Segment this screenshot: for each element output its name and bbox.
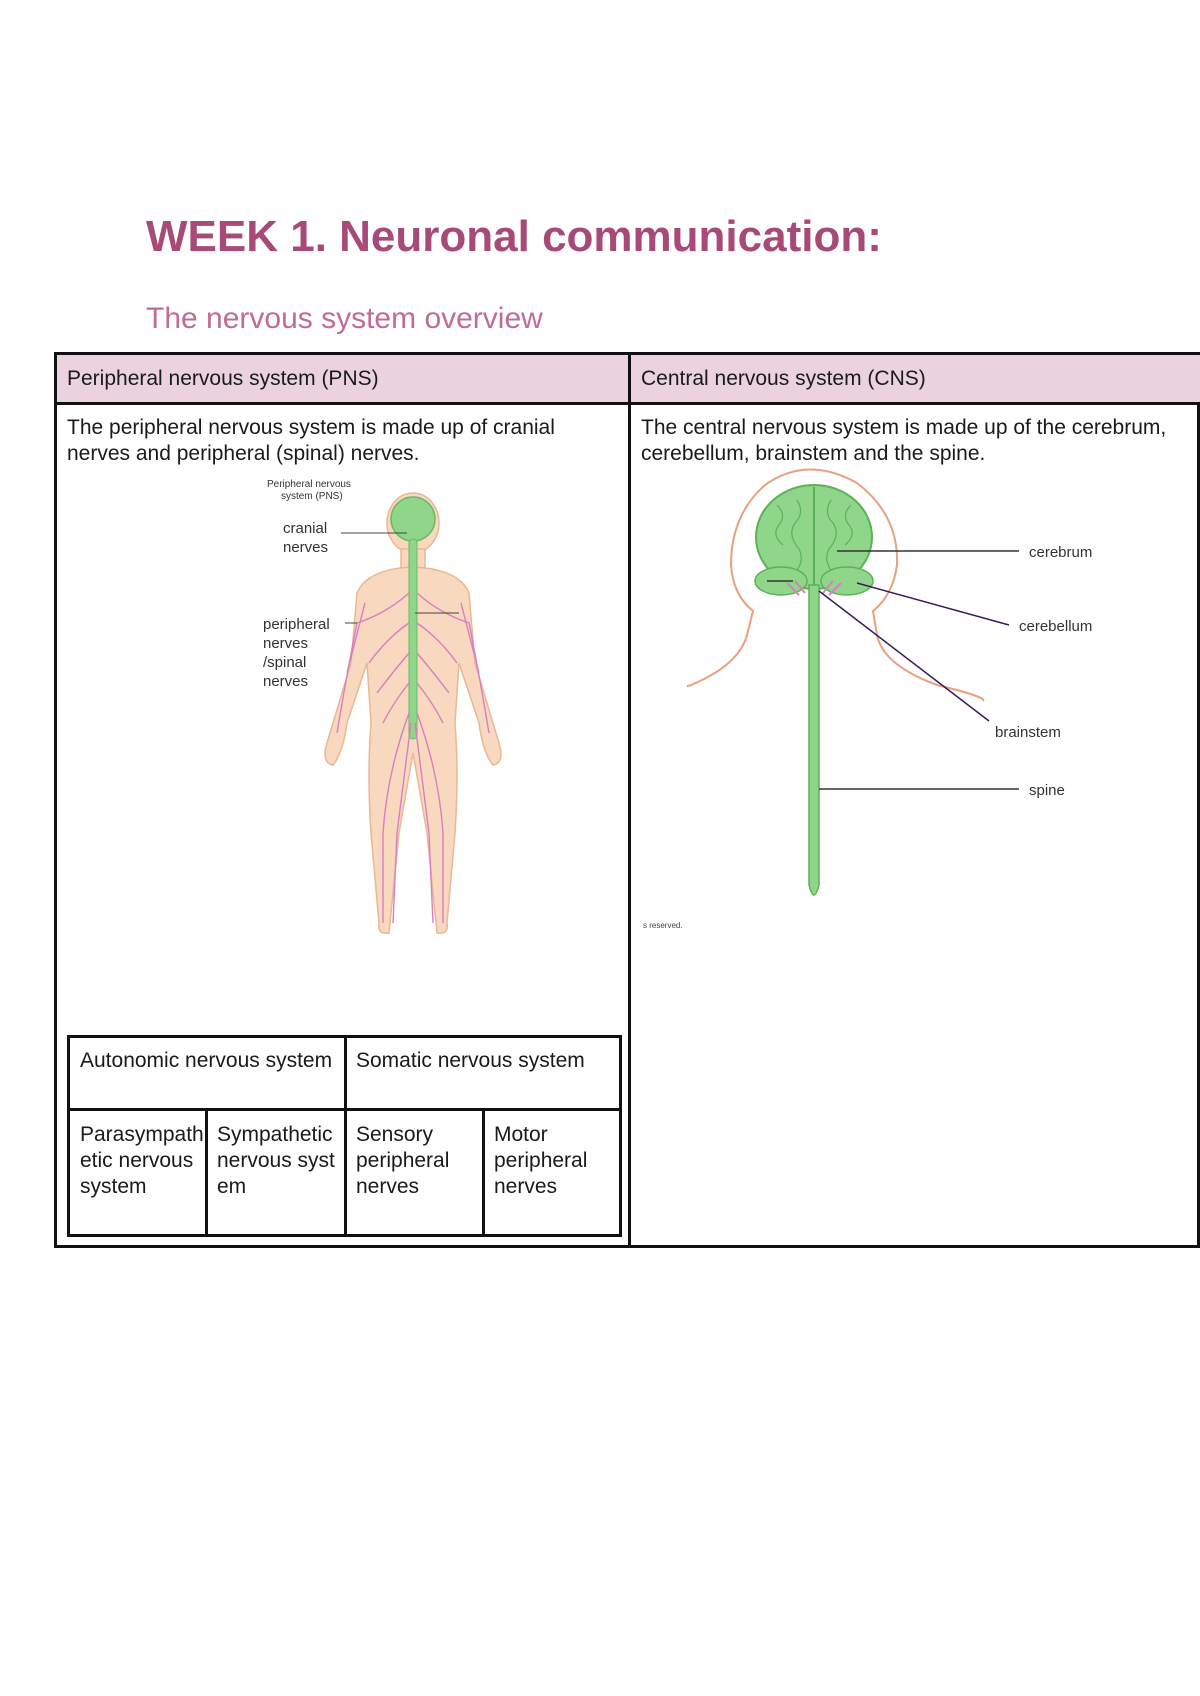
pns-body-diagram: Peripheral nervous system (PNS) xyxy=(263,479,502,935)
cerebrum-label: cerebrum xyxy=(1029,544,1092,561)
peripheral-label-1: peripheral xyxy=(263,616,330,633)
head-outline xyxy=(687,468,985,702)
cranial-label-1: cranial xyxy=(283,520,327,537)
nervous-system-table: Peripheral nervous system (PNS) Central … xyxy=(54,352,1200,1248)
sensory-cell: Sensory peripheral nerves xyxy=(356,1123,450,1198)
page-title: WEEK 1. Neuronal communication: xyxy=(146,212,882,261)
brainstem-label: brainstem xyxy=(995,724,1061,741)
sympathetic-cell: Sympathetic nervous system xyxy=(217,1123,335,1198)
cns-description: The central nervous system is made up of… xyxy=(641,416,1167,465)
pns-description: The peripheral nervous system is made up… xyxy=(67,416,555,465)
spine-label: spine xyxy=(1029,782,1065,799)
pns-divisions-table: Autonomic nervous system Somatic nervous… xyxy=(67,1035,622,1237)
cerebellum-right-shape xyxy=(820,566,874,596)
cns-head-diagram: cerebrum cerebellum brainstem spine xyxy=(687,468,1092,896)
pns-figure-title-2: system (PNS) xyxy=(281,491,343,502)
peripheral-label-2: nerves xyxy=(263,635,308,652)
pns-header: Peripheral nervous system (PNS) xyxy=(57,355,628,402)
peripheral-nerves xyxy=(336,592,490,924)
cerebellum-label: cerebellum xyxy=(1019,618,1092,635)
cns-header: Central nervous system (CNS) xyxy=(631,355,1200,402)
subtable-right-divider xyxy=(482,1108,485,1234)
autonomic-cell: Autonomic nervous system xyxy=(80,1049,333,1072)
row-divider xyxy=(57,402,1197,405)
peripheral-label-3: /spinal xyxy=(263,654,306,671)
spinal-cord-shape xyxy=(408,538,418,740)
image-credit: s reserved. xyxy=(643,921,683,930)
column-divider xyxy=(628,355,631,1245)
parasympathetic-cell: Parasympathetic nervous system xyxy=(80,1123,204,1198)
subtable-mid-divider xyxy=(344,1038,347,1234)
section-subtitle: The nervous system overview xyxy=(146,302,543,335)
pns-figure-title-1: Peripheral nervous xyxy=(267,479,351,490)
brain-shape xyxy=(390,496,436,542)
brainstem-pointer xyxy=(818,590,990,722)
cranial-label-2: nerves xyxy=(283,539,328,556)
spinal-cord-shape xyxy=(808,584,820,896)
brain-folds xyxy=(775,499,853,574)
somatic-cell: Somatic nervous system xyxy=(356,1049,585,1072)
cerebellum-pointer xyxy=(856,582,1010,626)
motor-cell: Motor peripheral nerves xyxy=(494,1123,588,1198)
brainstem-nerves xyxy=(786,580,842,596)
subtable-left-divider xyxy=(205,1108,208,1234)
peripheral-label-4: nerves xyxy=(263,673,308,690)
